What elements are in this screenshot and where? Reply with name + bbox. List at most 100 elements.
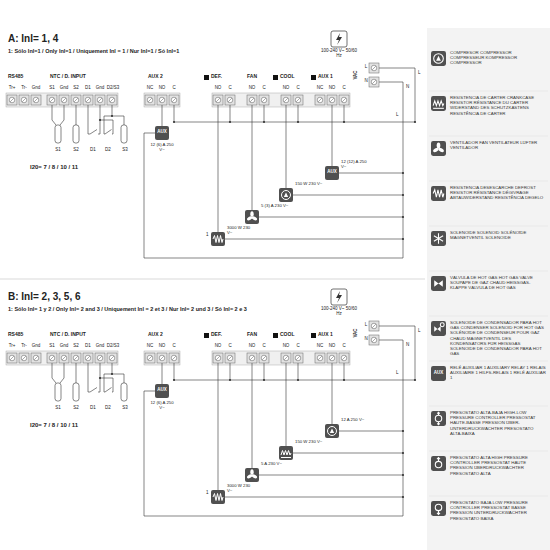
screw-slot [110, 356, 114, 360]
terminal-name: C [228, 344, 231, 349]
sensor-wire [112, 374, 124, 383]
terminal [259, 353, 269, 363]
screw-slot [172, 356, 176, 360]
sensor-wire [52, 363, 56, 383]
terminal [339, 353, 349, 363]
terminal-name: NC [317, 344, 324, 349]
terminal-screw [33, 355, 39, 361]
terminal-name: D1 [85, 86, 91, 91]
aux-symbol [155, 384, 169, 398]
screw-slot [98, 356, 102, 360]
terminal-name: NC [147, 86, 154, 91]
input-wire [104, 363, 112, 392]
terminal-name: S1 [49, 344, 55, 349]
junction-dot [111, 115, 113, 117]
lp-symbol [431, 501, 446, 516]
screw-slot [22, 356, 26, 360]
neutral-wire [144, 133, 403, 258]
line-wire [379, 68, 415, 122]
junction-dot [402, 452, 404, 454]
terminal-screw [371, 323, 377, 329]
screw-slot [296, 356, 300, 360]
legend-separator [429, 136, 548, 137]
terminal-screw [61, 97, 67, 103]
terminal-name: NC [317, 86, 324, 91]
hotgas-symbol [431, 276, 446, 291]
relay-wire [332, 363, 333, 424]
terminal-screw [329, 97, 335, 103]
screw-slot [318, 98, 322, 102]
screw-slot [372, 338, 376, 342]
screw-slot [342, 356, 346, 360]
neutral-wire [259, 217, 403, 218]
terminal-name: S1 [55, 148, 61, 153]
probe-symbol [73, 125, 79, 143]
terminal-group-name: NTC / D. INPUT [50, 74, 86, 80]
wire-label: L [396, 113, 399, 118]
legend-entry: RELÉ AUXILIAR 1 AUXILIARY RELAY 1 RELAIS… [450, 365, 546, 381]
supply-rating: 100-240 V~ 50/60 Hz [318, 48, 360, 59]
terminal-screw [171, 355, 177, 361]
panel-note: 1: Sólo Inl= 1 y 2 / Only Inl= 2 and 3 /… [8, 306, 425, 313]
relay-wire [218, 105, 219, 232]
terminal-group-name: COOL [280, 332, 294, 338]
terminal-name: Gnd [60, 86, 69, 91]
screw-slot [228, 356, 232, 360]
wire-label: 1 [206, 491, 209, 496]
legend-entry: VÁLVULA DE HOT GAS HOT GAS VALVE SOUPAPE… [450, 275, 546, 291]
crank-symbol [279, 446, 293, 460]
legend-separator [429, 361, 548, 362]
junction-dot [414, 379, 416, 381]
terminal-name: L [365, 323, 368, 328]
terminal-group-name: COOL [280, 74, 294, 80]
crank-symbol [431, 96, 446, 111]
terminal-screw [85, 355, 91, 361]
junction-dot [263, 121, 265, 123]
terminal-screw [9, 355, 15, 361]
wire-label: 1 [206, 233, 209, 238]
neutral-wire [259, 475, 403, 476]
led-indicator [273, 333, 278, 338]
terminal-group-name: DEF. [211, 74, 222, 80]
sensor-wire [60, 105, 64, 125]
power-supply-box: 100-240 V~ 50/60 Hz [318, 288, 360, 319]
screw-slot [86, 98, 90, 102]
hp-symbol [431, 456, 446, 471]
screw-slot [250, 356, 254, 360]
terminal-screw [147, 355, 153, 361]
wiring-panel: A: Inl= 1, 41: Sólo Inl=1 / Only Inl=1 /… [0, 30, 425, 270]
terminal [19, 95, 29, 105]
terminal-screw [317, 355, 323, 361]
terminal-screw [21, 97, 27, 103]
terminal-group-name: FAN [247, 74, 257, 80]
terminal [281, 95, 291, 105]
input-wire [88, 105, 90, 134]
terminal-strip [6, 93, 118, 107]
terminal-name: S2 [73, 344, 79, 349]
switch-symbol [105, 388, 112, 393]
legend-entry: RESISTENCIA DE CÁRTER CRANKCASE RESISTOR… [450, 95, 546, 116]
probe-symbol [121, 125, 127, 143]
junction-dot [402, 430, 404, 432]
terminal-screw [261, 355, 267, 361]
wire-label: L [396, 371, 399, 376]
neutral-wire [339, 173, 403, 174]
terminal-screw [171, 97, 177, 103]
sensor-wire [60, 363, 64, 383]
load-rating: 12 (6) A 250 V~ [148, 143, 176, 152]
heat-symbol [211, 490, 225, 504]
legend-separator [429, 406, 548, 407]
junction-dot [402, 496, 404, 498]
line-bus [174, 122, 415, 123]
terminal-name: S1 [49, 86, 55, 91]
terminal-screw [295, 97, 301, 103]
terminal-screw [97, 97, 103, 103]
terminal [213, 95, 223, 105]
screw-slot [372, 80, 376, 84]
terminal-name: NO [283, 344, 290, 349]
screw-slot [10, 356, 14, 360]
terminal-screw [9, 97, 15, 103]
common-wire [174, 105, 175, 122]
terminal-screw [283, 355, 289, 361]
input-wire [104, 105, 112, 134]
